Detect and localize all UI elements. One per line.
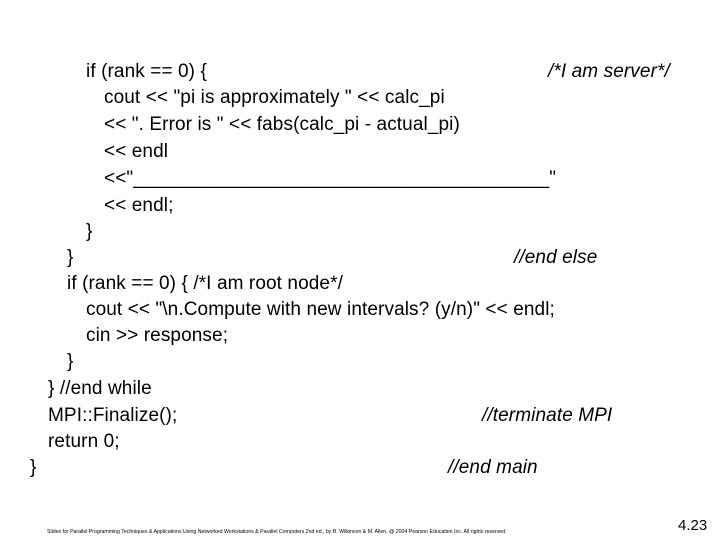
- comment-terminate: //terminate MPI: [482, 405, 613, 426]
- code-line-underline: <<"_____________________________________…: [104, 168, 557, 189]
- comment-server: /*I am server*/: [548, 61, 670, 82]
- slide-number: 4.23: [678, 517, 708, 534]
- comment-end-main: //end main: [448, 457, 538, 478]
- code-line-error: << ". Error is " << fabs(calc_pi - actua…: [104, 114, 460, 135]
- code-line-endl-semicolon: << endl;: [104, 195, 174, 216]
- code-line-cin: cin >> response;: [86, 325, 229, 346]
- code-line-endl: << endl: [104, 141, 169, 162]
- code-line-end-while: } //end while: [48, 378, 152, 399]
- code-line-if-root: if (rank == 0) { /*I am root node*/: [67, 273, 343, 294]
- comment-end-else: //end else: [514, 247, 598, 268]
- code-line-if-rank: if (rank == 0) {: [86, 61, 207, 82]
- code-line-finalize: MPI::Finalize();: [48, 405, 178, 426]
- code-line-close-brace-main: }: [30, 457, 37, 478]
- footer-credit: Slides for Parallel Programming Techniqu…: [47, 529, 507, 535]
- code-line-cout-compute: cout << "\n.Compute with new intervals? …: [86, 299, 555, 320]
- code-line-cout-pi: cout << "pi is approximately " << calc_p…: [104, 87, 445, 108]
- code-line-close-brace-2: }: [67, 247, 74, 268]
- code-line-close-brace-3: }: [67, 351, 74, 372]
- code-line-close-brace-1: }: [86, 221, 93, 242]
- code-line-return: return 0;: [48, 431, 120, 452]
